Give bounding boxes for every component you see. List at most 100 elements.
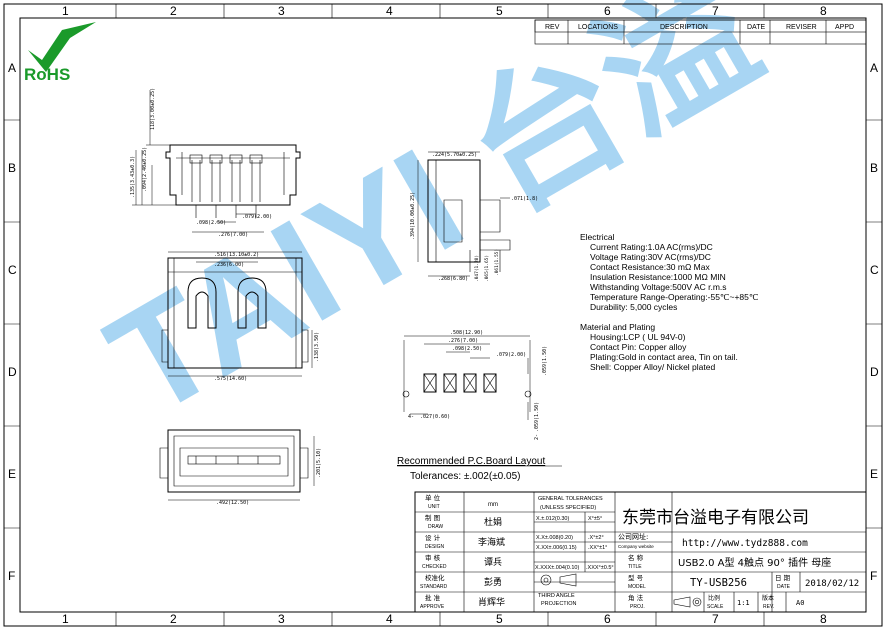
third-angle-projection-icon xyxy=(540,573,577,587)
dim-side-b: .094(2.40±0.25) xyxy=(142,147,148,192)
pcb-layout: .508(12.90) .276(7.00) .098(2.50) .079(2… xyxy=(397,330,562,482)
outer-border xyxy=(3,3,883,627)
col-4-bottom: 4 xyxy=(386,612,393,626)
scale-label-en: SCALE xyxy=(707,604,724,610)
dim-span1: .276(7.00) xyxy=(218,232,248,238)
dim-side-top: .224(5.70±0.25) xyxy=(432,152,477,158)
specifications: Electrical Current Rating:1.0A AC(rms)/D… xyxy=(580,232,759,372)
appd-header: APPD xyxy=(835,24,854,31)
side-view: .224(5.70±0.25) .394(10.00±0.25) .071(1.… xyxy=(410,151,538,282)
dim-pitch2: .098(2.50) xyxy=(196,220,226,226)
dim-top-height: 118(3.00±0.25) xyxy=(150,88,156,130)
check-value: 谭兵 xyxy=(484,556,502,568)
rev-value: A0 xyxy=(796,599,804,607)
column-markers: 1 2 3 4 5 6 7 8 1 2 3 4 5 6 7 8 xyxy=(62,4,827,626)
design-label-cn: 设 计 xyxy=(425,533,441,542)
col-6-bottom: 6 xyxy=(604,612,611,626)
check-mark-icon xyxy=(28,22,96,72)
spec-plating: Plating:Gold in contact area, Tin on tai… xyxy=(590,352,738,362)
standard-label-cn: 校准化 xyxy=(425,573,445,582)
rohs-text: RoHS xyxy=(24,65,70,84)
spec-shell: Shell: Copper Alloy/ Nickel plated xyxy=(590,362,715,372)
spec-contact-pin: Contact Pin: Copper alloy xyxy=(590,342,687,352)
spec-temperature: Temperature Range-Operating:-55℃~+85℃ xyxy=(590,292,759,302)
row-b-left: B xyxy=(8,161,16,175)
dim-pcb-mount: .059(1.50) xyxy=(534,402,540,432)
draw-label-cn: 制 图 xyxy=(425,513,440,522)
dim-pcb-p1: .098(2.50) xyxy=(452,346,482,352)
website-label-cn: 公司网址: xyxy=(618,532,648,541)
pcb-tolerance: Tolerances: ±.002(±0.05) xyxy=(410,471,520,482)
date-value: 2018/02/12 xyxy=(805,579,859,589)
dim-side-r: .071(1.8) xyxy=(511,196,538,202)
row-f-right: F xyxy=(870,569,877,583)
dim-side-bb: .065(1.65) xyxy=(484,255,490,282)
projection-line2: PROJECTION xyxy=(541,601,576,607)
dim-pcb-mount-count: 2- xyxy=(534,434,540,440)
tol-angle-2: .XX°±1° xyxy=(588,545,607,551)
col-3-bottom: 3 xyxy=(278,612,285,626)
dim-side-a: .135(3.43±0.3) xyxy=(130,156,136,198)
proj-label-cn: 角 法 xyxy=(628,593,644,602)
model-label-cn: 型 号 xyxy=(628,573,644,582)
description-header: DESCRIPTION xyxy=(660,24,708,31)
dim-plan-width: .516(13.10±0.2) xyxy=(214,252,259,258)
rohs-logo: RoHS xyxy=(24,22,96,84)
design-value: 李海斌 xyxy=(478,536,505,548)
row-c-right: C xyxy=(870,263,879,277)
tol-linear-1: X.X±.008(0.20) xyxy=(536,535,573,541)
check-label-en: CHECKED xyxy=(422,564,447,570)
locations-header: LOCATIONS xyxy=(578,24,618,31)
revision-table: REV LOCATIONS DESCRIPTION DATE REVISER A… xyxy=(534,19,867,45)
projection-symbol-icon xyxy=(673,596,702,608)
dim-pitch1: .079(2.00) xyxy=(242,214,272,220)
dim-plan-inner: .236(6.00) xyxy=(214,262,244,268)
dim-side-height: .394(10.00±0.25) xyxy=(410,192,416,240)
website-label-en: Company website xyxy=(618,544,654,549)
unit-label-en: UNIT xyxy=(428,504,440,510)
col-7-bottom: 7 xyxy=(712,612,719,626)
col-7-top: 7 xyxy=(712,4,719,18)
proj-label-en: PROJ. xyxy=(630,604,645,610)
dim-pcb-hole: .027(0.60) xyxy=(420,414,450,420)
tol-angle-3: .XXX°±0.5° xyxy=(586,565,614,571)
product-title: USB2.0 A型 4触点 90° 插件 母座 xyxy=(678,556,831,569)
col-1-bottom: 1 xyxy=(62,612,69,626)
dim-front-width: .492(12.50) xyxy=(216,500,249,506)
spec-durability: Durability: 5,000 cycles xyxy=(590,302,677,312)
dim-side-bc: .061(1.55) xyxy=(494,249,500,276)
model-value: TY-USB256 xyxy=(690,577,747,589)
front-view: .492(12.50) .201(5.10) xyxy=(159,429,322,506)
spec-contact-resistance: Contact Resistance:30 mΩ Max xyxy=(590,262,710,272)
title-block: 单 位 UNIT mm 制 图 DRAW 杜娟 设 计 DESIGN 李海斌 审… xyxy=(414,491,867,613)
spec-voltage: Voltage Rating:30V AC(rms)/DC xyxy=(590,252,711,262)
standard-value: 彭勇 xyxy=(484,576,502,588)
col-5-top: 5 xyxy=(496,4,503,18)
scale-value: 1:1 xyxy=(737,599,750,607)
scale-label-cn: 比例 xyxy=(708,594,720,602)
website-url: http://www.tydz888.com xyxy=(682,538,808,549)
dim-pcb-span: .276(7.00) xyxy=(448,338,478,344)
row-d-right: D xyxy=(870,365,879,379)
date-header: DATE xyxy=(747,24,765,31)
dim-side-ba: .047(1.20) xyxy=(474,255,480,282)
company-name: 东莞市台溢电子有限公司 xyxy=(622,508,809,528)
date-label-cn: 日 期 xyxy=(775,574,791,582)
rev-label-en: REV. xyxy=(763,604,774,610)
general-tolerances-subtitle: (UNLESS SPECIFIED) xyxy=(540,505,596,511)
row-a-right: A xyxy=(870,61,878,75)
draw-label-en: DRAW xyxy=(428,524,443,530)
col-3-top: 3 xyxy=(278,4,285,18)
row-b-right: B xyxy=(870,161,878,175)
dim-pcb-v: .059(1.50) xyxy=(542,346,548,376)
dim-plan-length: .575(14.60) xyxy=(214,376,247,382)
model-label-en: MODEL xyxy=(628,584,646,590)
watermark: TAIYI 台溢 xyxy=(82,0,784,448)
approve-label-cn: 批 准 xyxy=(425,593,441,602)
rev-header: REV xyxy=(545,24,560,31)
design-label-en: DESIGN xyxy=(425,544,445,550)
pcb-layout-title: Recommended P.C.Board Layout xyxy=(397,456,545,467)
approve-value: 肖辉华 xyxy=(478,596,505,608)
electrical-title: Electrical xyxy=(580,232,615,242)
